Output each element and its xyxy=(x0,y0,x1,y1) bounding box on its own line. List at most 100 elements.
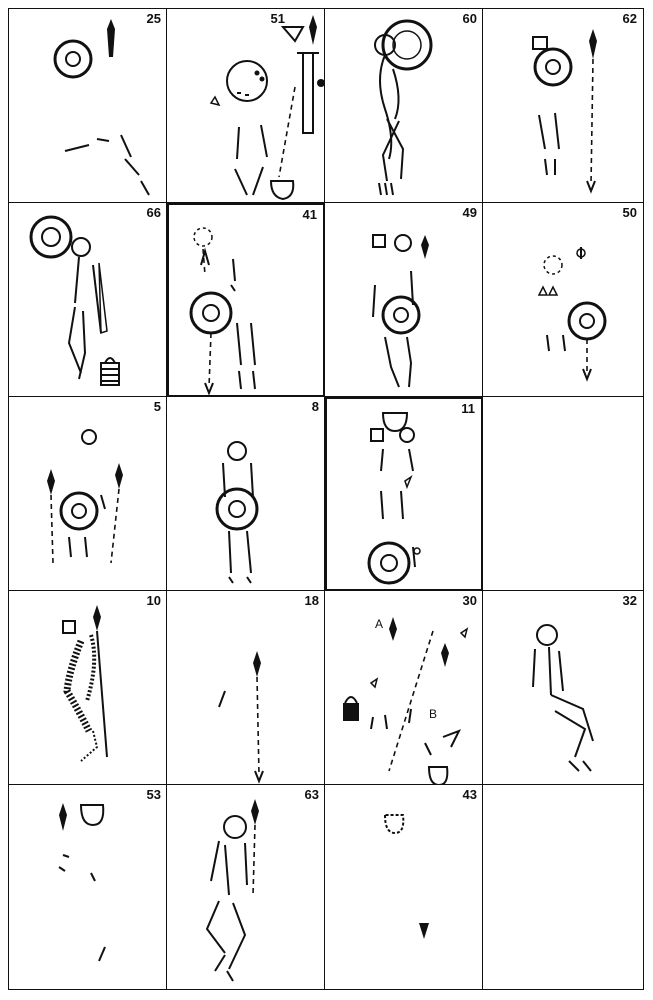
skull-icon xyxy=(71,237,91,257)
shield-boss-icon xyxy=(579,313,595,329)
shield-boss-icon xyxy=(393,307,409,323)
bone-icon xyxy=(260,124,268,158)
spear-shaft-line xyxy=(278,86,296,178)
spear-shaft-line xyxy=(256,676,260,776)
bone-fragment-icon xyxy=(124,158,150,196)
grave-number: 25 xyxy=(146,11,161,26)
spear-shaft-line xyxy=(50,494,54,564)
shield-icon xyxy=(226,60,268,102)
arm-bone-icon xyxy=(92,264,102,334)
grave-number: 10 xyxy=(146,593,161,608)
spine-icon xyxy=(224,844,230,896)
leg-bone-icon xyxy=(406,336,413,388)
spearhead-icon xyxy=(389,617,397,641)
shield-icon xyxy=(59,491,99,531)
skull-icon xyxy=(81,429,97,445)
grave-number: 41 xyxy=(302,207,317,222)
shield-boss-icon xyxy=(202,304,220,322)
grave-plan-drawing xyxy=(205,799,259,982)
spearhead-icon xyxy=(59,803,67,831)
knife-icon xyxy=(218,690,226,708)
foot-bones-icon xyxy=(214,954,234,982)
leg-bone-icon xyxy=(228,902,247,970)
leg-bone-icon xyxy=(384,336,400,388)
bone-icon xyxy=(238,370,256,390)
panel-grave-32: 32 xyxy=(482,590,644,786)
spearhead-icon xyxy=(421,235,429,259)
buckle-icon xyxy=(369,677,379,689)
spearhead-icon xyxy=(309,15,317,45)
panel-grave-41: 41 xyxy=(166,202,326,398)
bone-fragment-icon xyxy=(58,866,66,872)
spine-icon xyxy=(379,54,393,160)
label-b: B xyxy=(429,707,438,721)
leg-bone-icon xyxy=(246,530,252,574)
grave-plan-drawing xyxy=(29,215,120,386)
skull-icon xyxy=(536,624,558,646)
grave-number: 8 xyxy=(311,399,319,414)
spear-shaft-line xyxy=(252,824,256,896)
spear-shaft-line xyxy=(388,630,434,772)
panel-grave-25: 25 xyxy=(8,8,168,204)
shield-icon xyxy=(189,291,233,335)
leg-bone-icon xyxy=(550,694,594,742)
grave-number: 63 xyxy=(304,787,319,802)
pot-icon xyxy=(79,804,105,827)
bone-icon xyxy=(236,126,240,160)
leg-bone-icon xyxy=(400,490,404,520)
spearhead-icon xyxy=(589,29,597,59)
spearhead-icon xyxy=(441,643,449,667)
buckle-icon xyxy=(459,627,469,639)
box-icon xyxy=(532,36,548,50)
shield-icon xyxy=(567,301,607,341)
missing-skull-outline-icon xyxy=(543,255,563,275)
arm-bone-icon xyxy=(558,650,564,692)
grave-number: 62 xyxy=(622,11,637,26)
shield-icon xyxy=(533,47,573,87)
leg-stain-icon xyxy=(80,730,99,762)
grave-plan-drawing xyxy=(367,412,421,585)
label-a: A xyxy=(375,617,384,631)
bone-fragment-icon xyxy=(96,138,110,142)
spearhead-icon xyxy=(251,799,259,825)
leg-bone-icon xyxy=(554,710,587,758)
bone-fragment-icon xyxy=(90,872,96,882)
bucket-bands-icon xyxy=(101,368,119,382)
bone-icon xyxy=(554,112,560,150)
missing-skull-outline-icon xyxy=(193,227,213,247)
shield-boss-icon xyxy=(53,39,93,79)
rivet-icon xyxy=(259,76,265,82)
arm-bone-icon xyxy=(410,270,414,306)
grave-plan-drawing xyxy=(383,814,429,939)
grave-plan-drawing xyxy=(47,429,123,564)
leg-bone-icon xyxy=(67,306,82,374)
bone-icon xyxy=(424,742,432,756)
pommel-icon xyxy=(317,79,325,87)
bucket-handle-icon xyxy=(104,357,116,364)
pot-icon xyxy=(427,766,449,785)
spearhead-icon xyxy=(93,605,101,631)
grave-number: 50 xyxy=(622,205,637,220)
panel-grave-49: 49 xyxy=(324,202,484,398)
grave-plan-drawing xyxy=(532,624,594,772)
spear-shaft-line xyxy=(590,58,594,186)
small-find-icon xyxy=(209,95,221,107)
grave-plan-drawing xyxy=(343,617,469,785)
shield-icon xyxy=(381,295,421,335)
grave-number: 49 xyxy=(462,205,477,220)
grave-number: 18 xyxy=(304,593,319,608)
panel-blank-2 xyxy=(482,784,644,990)
spearhead-icon xyxy=(47,469,55,495)
spear-shaft-line xyxy=(110,488,120,564)
grave-plan-drawing xyxy=(53,19,150,196)
arm-bone-icon xyxy=(244,842,248,886)
skull-icon xyxy=(394,234,412,252)
leg-bone-icon xyxy=(250,322,256,366)
spear-butt-icon xyxy=(586,180,596,194)
panel-grave-18: 18 xyxy=(166,590,326,786)
shield-icon xyxy=(367,541,411,585)
bone-icon xyxy=(100,494,106,510)
grave-plan-drawing xyxy=(532,29,597,194)
panel-grave-50: 50 xyxy=(482,202,644,398)
shield-boss-icon xyxy=(545,59,561,75)
